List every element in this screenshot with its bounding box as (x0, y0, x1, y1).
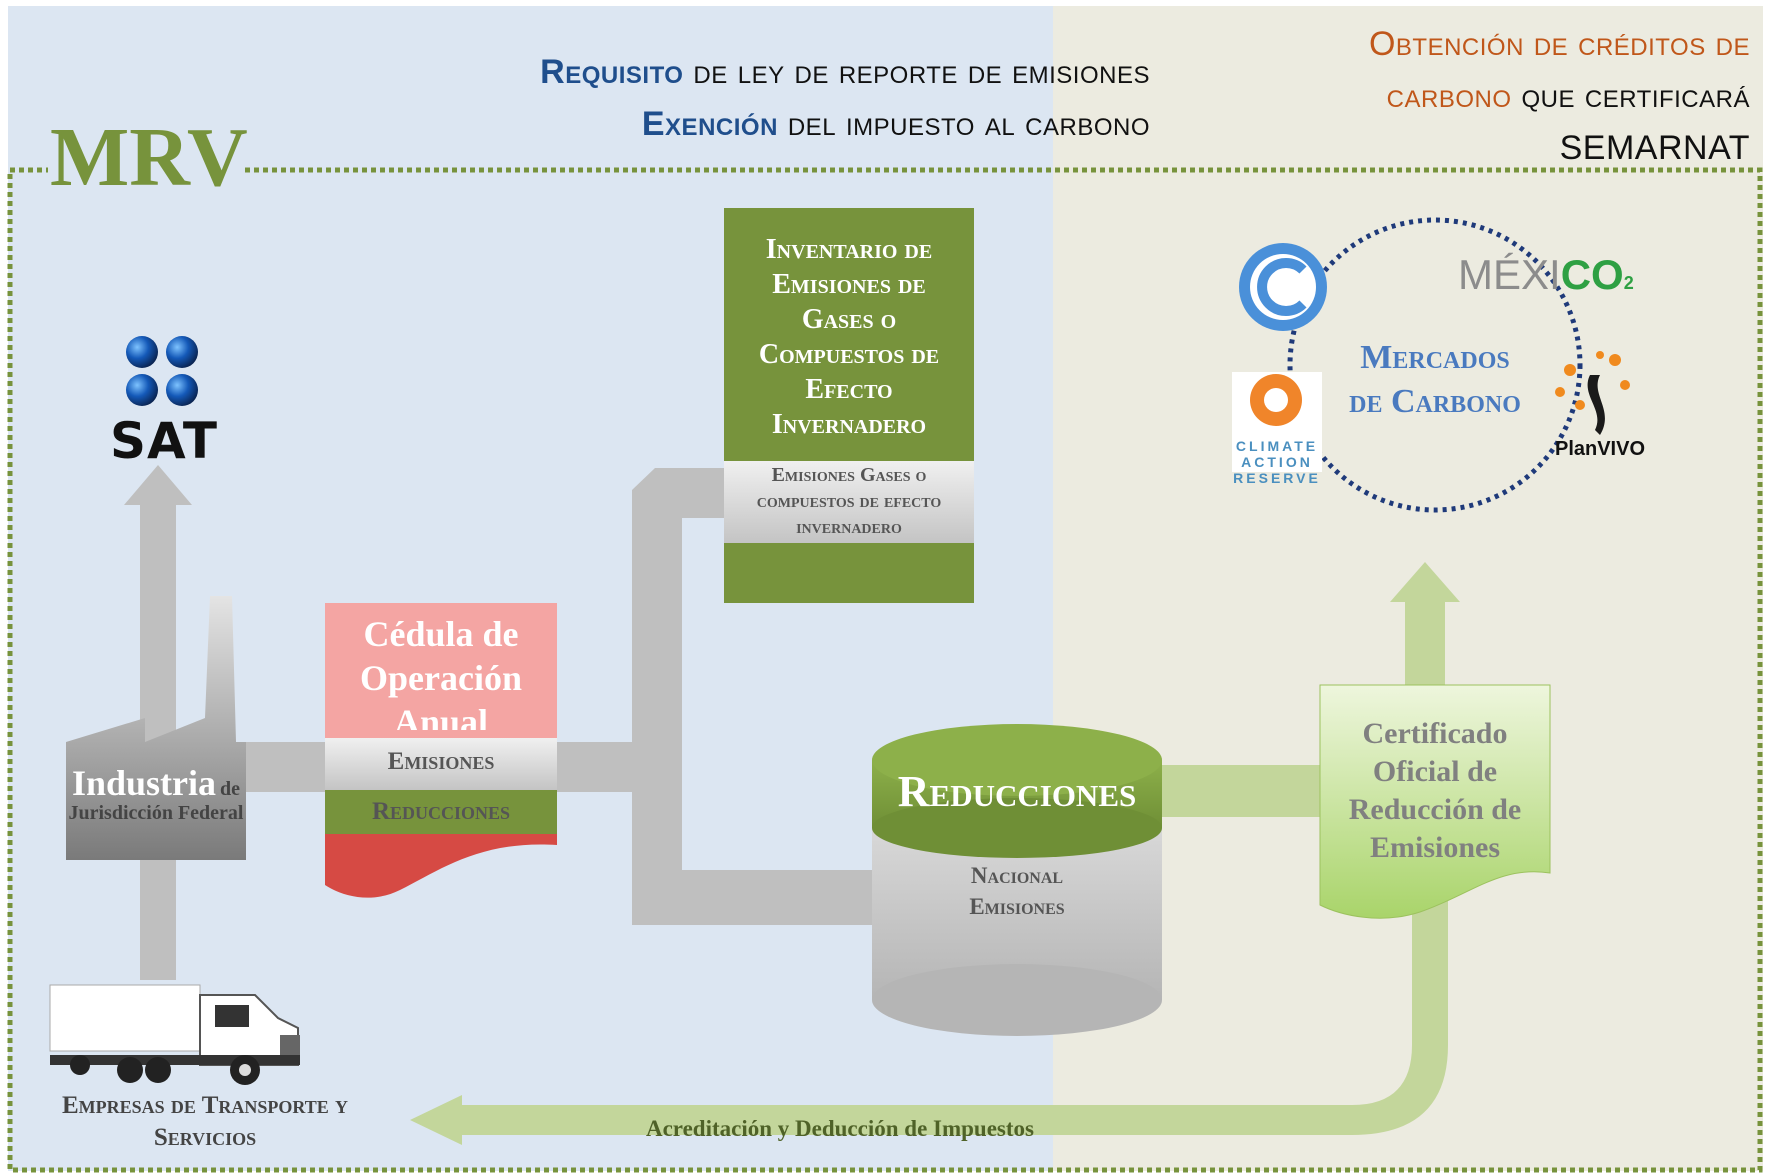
cylinder-top-label: Reducciones (897, 767, 1137, 816)
inventario-gray (724, 461, 974, 543)
industry-suffix: de (220, 778, 241, 800)
certificado-line-4: Emisiones (1369, 831, 1501, 864)
industry-label: Industria de Jurisdicción Federal (56, 762, 256, 825)
transport-line1: Empresas de Transporte y (61, 1092, 349, 1119)
header-left: Requisito de ley de reporte de emisiones… (380, 46, 1150, 150)
cylinder-green-bottom (872, 798, 1162, 858)
inventario-sub-3: invernadero (796, 516, 902, 538)
header-carbono: carbono (1386, 77, 1512, 115)
truck-illustration (49, 984, 300, 1085)
cylinder-bottom (872, 964, 1162, 1036)
industry-main: Industria (71, 763, 217, 803)
car-text: CLIMATE ACTION RESERVE (1230, 438, 1324, 486)
gray-vertical-connector (632, 468, 880, 925)
cedula-line1: Cédula de (363, 614, 519, 654)
certificado-line-3: Reducción de (1348, 793, 1522, 826)
un-logo (1239, 243, 1327, 331)
mrv-label: MRV (50, 111, 248, 204)
mercados-circle (1287, 217, 1583, 513)
inventario-sub-1: Emisiones Gases o (771, 464, 927, 486)
inventario-line-2: Emisiones de (772, 269, 926, 300)
cedula-line2: Operación (360, 658, 522, 698)
green-up-shaft (1405, 600, 1445, 690)
inventario-title: Inventario de Emisiones de Gases o Compu… (724, 232, 974, 442)
cedula-reducciones: Reducciones (371, 798, 511, 825)
cylinder-line2: Emisiones (969, 894, 1065, 919)
transport-line2: Servicios (153, 1124, 257, 1151)
inventario-line-3: Gases o (801, 304, 897, 335)
inventario-sub: Emisiones Gases o compuestos de efecto i… (724, 462, 974, 540)
cylinder-top (872, 724, 1162, 796)
header-left-line2: Exención del impuesto al carbono (380, 98, 1150, 150)
header-carbono-rest: que certificará (1511, 77, 1750, 115)
certificado-text: Certificado Oficial de Reducción de Emis… (1320, 715, 1550, 867)
inventario-sub-2: compuestos de efecto (756, 490, 942, 512)
sat-ball-4 (166, 374, 198, 406)
header-requisito-rest: de ley de reporte de emisiones (683, 53, 1150, 91)
cedula-emisiones: Emisiones (387, 748, 495, 775)
header-left-line1: Requisito de ley de reporte de emisiones (380, 46, 1150, 98)
transport-label: Empresas de Transporte y Servicios (30, 1090, 380, 1154)
certificado-line-2: Oficial de (1372, 755, 1498, 788)
factory-shape (66, 596, 246, 860)
mexico2-part-b: CO (1560, 251, 1624, 298)
green-up-head (1390, 562, 1460, 602)
car-line2: ACTION (1241, 454, 1313, 470)
cedula-reducciones-band (325, 790, 557, 834)
header-right: Obtención de créditos de carbono que cer… (1160, 18, 1750, 174)
certificado-line-1: Certificado (1362, 717, 1508, 750)
mercados-line2: de Carbono (1349, 383, 1521, 420)
header-right-line2: carbono que certificará (1160, 70, 1750, 122)
inventario-line-4: Compuestos de (758, 339, 940, 370)
mexico2-sub: 2 (1623, 273, 1634, 293)
mexico2-part-a: MÉXI (1458, 251, 1561, 298)
sat-arrow-head (124, 465, 192, 505)
cedula-pink (325, 603, 557, 738)
mrv-frame (7, 167, 1763, 1173)
cylinder-line1: Nacional (970, 863, 1064, 888)
header-requisito: Requisito (540, 53, 684, 91)
climate-action-reserve-logo (1232, 372, 1322, 472)
certificado-shape (1319, 684, 1551, 919)
header-semarnat: SEMARNAT (1559, 129, 1750, 167)
sat-ball-1 (126, 336, 158, 368)
mercados-line1: Mercados (1360, 339, 1510, 376)
car-line3: RESERVE (1233, 470, 1321, 486)
mercados-text: Mercados de Carbono (1315, 336, 1555, 424)
planvivo-logo (1555, 351, 1630, 435)
industry-sub: Jurisdicción Federal (68, 802, 244, 824)
header-exencion-rest: del impuesto al carbono (777, 105, 1150, 143)
green-band (1150, 765, 1320, 817)
inventario-line-1: Inventario de (765, 234, 933, 265)
mexico2-logo: MÉXICO2 (1458, 250, 1634, 308)
inventario-green (724, 208, 974, 461)
sat-ball-2 (166, 336, 198, 368)
header-right-line1: Obtención de créditos de (1368, 25, 1750, 63)
inventario-line-6: Invernadero (771, 409, 927, 440)
cedula-line3: Anual (393, 702, 489, 730)
bottom-arrow-label: Acreditación y Deducción de Impuestos (645, 1116, 1034, 1141)
header-exencion: Exención (641, 105, 778, 143)
cedula-title: Cédula de Operación Anual (325, 612, 557, 730)
bottom-u-arrow (410, 880, 1448, 1145)
sat-logo-text: SAT (110, 412, 218, 470)
cedula-emisiones-band (325, 738, 557, 790)
inventario-line-5: Efecto (805, 374, 893, 405)
cylinder-sub: Nacional Emisiones (872, 860, 1162, 922)
inventario-green-bottom (724, 543, 974, 603)
car-line1: CLIMATE (1235, 438, 1319, 454)
cedula-red-wave (325, 834, 557, 898)
planvivo-text: PlanVIVO (1554, 438, 1646, 460)
sat-ball-3 (126, 374, 158, 406)
